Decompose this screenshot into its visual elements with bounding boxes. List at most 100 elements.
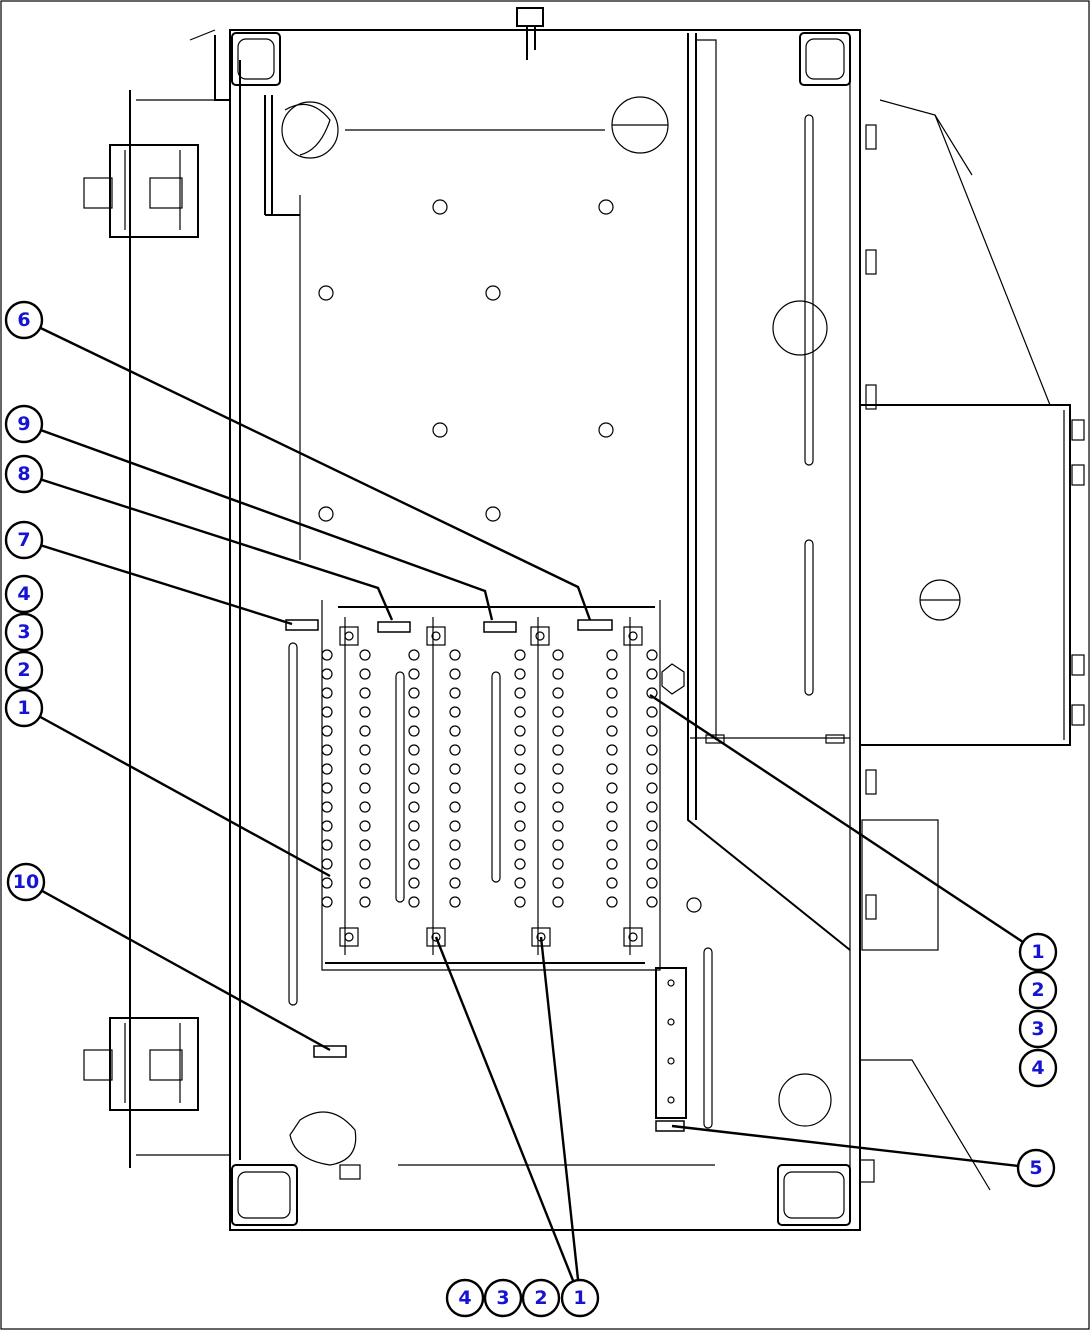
- terminal-stud: [359, 668, 371, 680]
- callout-right-4[interactable]: 4: [1018, 1048, 1058, 1088]
- terminal-stud: [514, 896, 526, 908]
- svg-text:8: 8: [17, 463, 30, 485]
- terminal-stud: [606, 839, 618, 851]
- terminal-stud: [606, 668, 618, 680]
- terminal-stud: [606, 725, 618, 737]
- callout-right-1[interactable]: 1: [1018, 932, 1058, 972]
- terminal-stud: [606, 801, 618, 813]
- callout-bottom-3[interactable]: 3: [483, 1278, 523, 1318]
- terminal-stud: [359, 782, 371, 794]
- terminal-stud: [606, 763, 618, 775]
- callout-bottom-4[interactable]: 4: [445, 1278, 485, 1318]
- terminal-stud: [646, 668, 658, 680]
- terminal-board: [288, 600, 715, 1180]
- terminal-stud: [408, 801, 420, 813]
- callout-bottom-2[interactable]: 2: [521, 1278, 561, 1318]
- terminal-stud: [606, 706, 618, 718]
- terminal-stud: [606, 782, 618, 794]
- callout-5[interactable]: 5: [1016, 1148, 1056, 1188]
- terminal-stud: [359, 706, 371, 718]
- strip-end-bracket: [530, 626, 550, 646]
- svg-text:9: 9: [17, 413, 30, 435]
- callout-8[interactable]: 8: [4, 454, 44, 494]
- strip-end-bracket: [623, 927, 643, 947]
- callout-9[interactable]: 9: [4, 404, 44, 444]
- callout-right-3[interactable]: 3: [1018, 1009, 1058, 1049]
- terminal-stud: [408, 763, 420, 775]
- callout-left-2[interactable]: 2: [4, 650, 44, 690]
- terminal-stud: [408, 668, 420, 680]
- terminal-stud: [514, 706, 526, 718]
- terminal-stud: [646, 706, 658, 718]
- svg-text:4: 4: [458, 1287, 471, 1309]
- terminal-stud: [552, 782, 564, 794]
- terminal-stud: [646, 820, 658, 832]
- terminal-stud: [606, 820, 618, 832]
- terminal-stud: [449, 725, 461, 737]
- callout-right-2[interactable]: 2: [1018, 970, 1058, 1010]
- terminal-stud: [321, 820, 333, 832]
- terminal-stud: [449, 649, 461, 661]
- terminal-stud: [646, 744, 658, 756]
- wire-tags: [285, 619, 685, 1132]
- terminal-stud: [449, 877, 461, 889]
- terminal-stud: [408, 858, 420, 870]
- terminal-stud: [606, 896, 618, 908]
- terminal-stud: [514, 687, 526, 699]
- terminal-stud: [514, 877, 526, 889]
- terminal-stud: [646, 687, 658, 699]
- terminal-stud: [552, 877, 564, 889]
- terminal-stud: [408, 896, 420, 908]
- strip-end-bracket: [426, 626, 446, 646]
- terminal-stud: [514, 725, 526, 737]
- terminal-stud: [552, 820, 564, 832]
- terminal-stud: [321, 801, 333, 813]
- terminal-stud: [321, 725, 333, 737]
- callout-7[interactable]: 7: [4, 520, 44, 560]
- callout-bottom-1[interactable]: 1: [560, 1278, 600, 1318]
- terminal-stud: [552, 725, 564, 737]
- svg-text:1: 1: [1031, 941, 1044, 963]
- terminal-stud: [514, 668, 526, 680]
- svg-text:2: 2: [17, 659, 30, 681]
- terminal-stud: [321, 763, 333, 775]
- svg-text:5: 5: [1029, 1157, 1042, 1179]
- terminal-stud: [646, 782, 658, 794]
- terminal-stud: [646, 801, 658, 813]
- strip-end-bracket: [339, 626, 359, 646]
- callout-left-1[interactable]: 1: [4, 688, 44, 728]
- callout-10[interactable]: 10: [6, 862, 46, 902]
- terminal-stud: [646, 896, 658, 908]
- strip-end-bracket: [339, 927, 359, 947]
- terminal-stud: [514, 649, 526, 661]
- terminal-stud: [408, 687, 420, 699]
- terminal-stud: [449, 896, 461, 908]
- terminal-stud: [408, 839, 420, 851]
- terminal-stud: [514, 820, 526, 832]
- strip-end-bracket: [623, 626, 643, 646]
- callout-left-3[interactable]: 3: [4, 612, 44, 652]
- terminal-stud: [321, 649, 333, 661]
- terminal-stud: [606, 649, 618, 661]
- callout-6[interactable]: 6: [4, 300, 44, 340]
- cabinet: [129, 7, 861, 1231]
- terminal-stud: [552, 839, 564, 851]
- terminal-stud: [552, 801, 564, 813]
- terminal-stud: [646, 763, 658, 775]
- svg-text:4: 4: [17, 583, 30, 605]
- strip-end-bracket: [426, 927, 446, 947]
- terminal-stud: [321, 896, 333, 908]
- svg-text:3: 3: [17, 621, 30, 643]
- callout-left-4[interactable]: 4: [4, 574, 44, 614]
- terminal-stud: [408, 820, 420, 832]
- terminal-stud: [514, 801, 526, 813]
- svg-text:1: 1: [17, 697, 30, 719]
- terminal-stud: [514, 782, 526, 794]
- terminal-stud: [408, 877, 420, 889]
- terminal-stud: [449, 801, 461, 813]
- svg-text:1: 1: [573, 1287, 586, 1309]
- terminal-stud: [449, 744, 461, 756]
- terminal-stud: [449, 668, 461, 680]
